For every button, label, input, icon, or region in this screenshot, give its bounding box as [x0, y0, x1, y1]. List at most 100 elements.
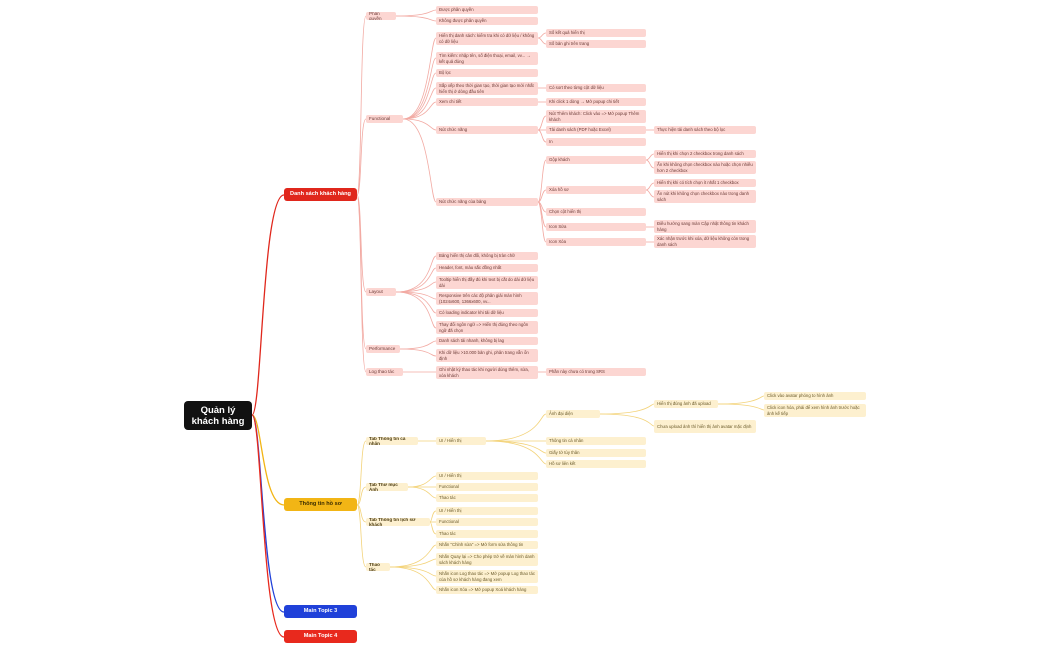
node-bo-loc[interactable]: Bộ lọc — [436, 69, 538, 77]
node-label: Khi dữ liệu >10.000 bản ghi, phân trang … — [439, 350, 529, 361]
node-icon-xoa[interactable]: Icon Xóa — [546, 238, 646, 246]
node-lich-su-functional[interactable]: Functional — [436, 518, 538, 526]
node-ui-hien-thi[interactable]: UI / Hiển thị — [436, 437, 486, 445]
node-thuc-hien-tai[interactable]: Thực hiện tải danh sách theo bộ lọc — [654, 126, 756, 134]
node-label: Header, font, màu sắc đồng nhất — [439, 265, 502, 271]
node-chon-cot[interactable]: Chọn cột hiển thị — [546, 208, 646, 216]
subtopic-layout[interactable]: Layout — [366, 288, 396, 296]
node-khong-duoc-phan-quyen[interactable]: Không được phân quyền — [436, 17, 538, 25]
node-hien-thi-anh[interactable]: Hiển thị đúng ảnh đã upload — [654, 400, 718, 408]
node-label: Thực hiện tải danh sách theo bộ lọc — [657, 127, 726, 133]
node-label: Chọn cột hiển thị — [549, 209, 582, 215]
node-gop-an[interactable]: Ẩn khi không chọn checkbox nào hoặc chọn… — [654, 161, 756, 174]
node-label: Nút Thêm khách: Click vào => Mở popup Th… — [549, 111, 640, 122]
node-xoa-ho-so[interactable]: Xóa hồ sơ — [546, 186, 646, 194]
node-tai-danh-sach[interactable]: Tải danh sách (PDF hoặc Excel) — [546, 126, 646, 134]
node-xoa-hien-thi[interactable]: Hiển thị khi có tích chọn ít nhất 1 chec… — [654, 179, 756, 187]
node-icon-sua[interactable]: Icon Sửa — [546, 223, 646, 231]
node-click-dong[interactable]: Khi click 1 dòng → Mở popup chi tiết — [546, 98, 646, 106]
node-label: Số bản ghi trên trang — [549, 41, 590, 47]
main-topic-danh-sach[interactable]: Danh sách khách hàng — [284, 188, 357, 201]
node-click-avatar[interactable]: Click vào avatar phóng to hình ảnh — [764, 392, 866, 400]
node-dieu-huong[interactable]: Điều hướng sang màn Cập nhật thông tin k… — [654, 220, 756, 233]
node-label: Nhấn icon Xóa => Mở popup Xoá khách hàng — [439, 587, 527, 593]
node-label: Hồ sơ liên kết — [549, 461, 576, 467]
node-chua-upload[interactable]: Chưa upload ảnh thì hiển thị ảnh avatar … — [654, 420, 756, 433]
node-label: Bảng hiển thị cân đối, không bị tràn chữ — [439, 253, 515, 259]
node-layout-5[interactable]: Có loading indicator khi tải dữ liệu — [436, 309, 538, 317]
node-label: Tooltip hiển thị đầy đủ khi text bị cắt … — [439, 277, 535, 288]
node-xoa-khach[interactable]: Nhấn icon Xóa => Mở popup Xoá khách hàng — [436, 586, 538, 594]
node-xac-nhan[interactable]: Xác nhận trước khi xóa, dữ liệu không cò… — [654, 235, 756, 248]
node-label: Điều hướng sang màn Cập nhật thông tin k… — [657, 221, 749, 232]
node-label: Xác nhận trước khi xóa, dữ liệu không cò… — [657, 236, 750, 247]
main-topic-3[interactable]: Main Topic 3 — [284, 605, 357, 618]
node-ghi-nhat-ky[interactable]: Ghi nhật ký thao tác khi người dùng thêm… — [436, 366, 538, 379]
node-nut-chuc-nang[interactable]: Nút chức năng — [436, 126, 538, 134]
node-thu-muc-ui[interactable]: UI / Hiển thị — [436, 472, 538, 480]
node-lich-su-ui[interactable]: UI / Hiển thị — [436, 507, 538, 515]
node-label: Có sort theo từng cột dữ liệu — [549, 85, 604, 91]
node-label: Nhấn Quay lại => Cho phép trở về màn hìn… — [439, 554, 535, 565]
node-label: In — [549, 139, 553, 145]
subtopic-tab-thu-muc[interactable]: Tab Thư mục Ảnh — [366, 483, 408, 491]
node-layout-2[interactable]: Header, font, màu sắc đồng nhất — [436, 264, 538, 272]
node-xem-chi-tiet[interactable]: Xem chi tiết — [436, 98, 538, 106]
subtopic-performance[interactable]: Performance — [366, 345, 400, 353]
node-xoa-an[interactable]: Ẩn nút khi không chọn checkbox nào trong… — [654, 190, 756, 203]
node-thu-muc-thao-tac[interactable]: Thao tác — [436, 494, 538, 502]
node-label: UI / Hiển thị — [439, 508, 462, 514]
node-label: Responsive trên các độ phân giải màn hìn… — [439, 293, 522, 304]
main-topic-label: Thông tin hồ sơ — [299, 500, 342, 507]
node-hien-thi-danh-sach[interactable]: Hiển thị danh sách: kiểm tra khi có dữ l… — [436, 32, 538, 45]
node-label: Ẩn khi không chọn checkbox nào hoặc chọn… — [657, 162, 753, 173]
subtopic-tab-ca-nhan[interactable]: Tab Thông tin cá nhân — [366, 437, 418, 445]
node-label: Gộp khách — [549, 157, 570, 163]
node-lich-su-thao-tac[interactable]: Thao tác — [436, 530, 538, 538]
node-label: Click vào avatar phóng to hình ảnh — [767, 393, 834, 399]
node-label: Phần này chưa có trong SRS — [549, 369, 605, 375]
node-thong-tin-ca-nhan[interactable]: Thông tin cá nhân — [546, 437, 646, 445]
subtopic-phan-quyen[interactable]: Phân quyền — [366, 12, 396, 20]
node-nut-them-khach[interactable]: Nút Thêm khách: Click vào => Mở popup Th… — [546, 110, 646, 123]
node-so-ban-ghi[interactable]: Số bản ghi trên trang — [546, 40, 646, 48]
subtopic-label: Tab Thông tin cá nhân — [369, 437, 406, 445]
node-chua-co-srs[interactable]: Phần này chưa có trong SRS — [546, 368, 646, 376]
node-chinh-sua[interactable]: Nhấn "Chỉnh sửa" => Mở form sửa thông ti… — [436, 541, 538, 549]
node-tim-kiem[interactable]: Tìm kiếm: nhập tên, số điện thoại, email… — [436, 52, 538, 65]
main-topic-thong-tin[interactable]: Thông tin hồ sơ — [284, 498, 357, 511]
node-label: Hiển thị khi có tích chọn ít nhất 1 chec… — [657, 180, 739, 186]
node-label: Ẩn nút khi không chọn checkbox nào trong… — [657, 191, 749, 202]
node-gop-hien-thi[interactable]: Hiển thị khi chọn 2 checkbox trong danh … — [654, 150, 756, 158]
node-layout-3[interactable]: Tooltip hiển thị đầy đủ khi text bị cắt … — [436, 276, 538, 289]
node-perf-1[interactable]: Danh sách tải nhanh, không bị lag — [436, 337, 538, 345]
node-label: UI / Hiển thị — [439, 438, 462, 444]
node-sap-xep[interactable]: Sắp xếp theo thời gian tạo, thời gian tạ… — [436, 82, 538, 95]
node-label: Nút chức năng — [439, 127, 468, 133]
subtopic-thao-tac[interactable]: Thao tác — [366, 563, 390, 571]
root-topic[interactable]: Quản lý khách hàng — [184, 401, 252, 430]
node-ho-so-lien-ket[interactable]: Hồ sơ liên kết — [546, 460, 646, 468]
node-duoc-phan-quyen[interactable]: Được phân quyền — [436, 6, 538, 14]
node-label: Tải danh sách (PDF hoặc Excel) — [549, 127, 611, 133]
node-anh-dai-dien[interactable]: Ảnh đại diện — [546, 410, 600, 418]
node-click-icon[interactable]: Click icon hóa, phải để xem hình ảnh trư… — [764, 404, 866, 417]
node-layout-4[interactable]: Responsive trên các độ phân giải màn hìn… — [436, 292, 538, 305]
node-in[interactable]: In — [546, 138, 646, 146]
node-so-ket-qua[interactable]: Số kết quả hiển thị — [546, 29, 646, 37]
node-nut-chuc-nang-bang[interactable]: Nút chức năng của bảng — [436, 198, 538, 206]
node-quay-lai[interactable]: Nhấn Quay lại => Cho phép trở về màn hìn… — [436, 553, 538, 566]
root-topic-label: Quản lý khách hàng — [191, 404, 245, 427]
main-topic-4[interactable]: Main Topic 4 — [284, 630, 357, 643]
node-perf-2[interactable]: Khi dữ liệu >10.000 bản ghi, phân trang … — [436, 349, 538, 362]
subtopic-tab-lich-su[interactable]: Tab Thông tin lịch sử khách — [366, 518, 430, 526]
node-layout-1[interactable]: Bảng hiển thị cân đối, không bị tràn chữ — [436, 252, 538, 260]
node-log-thao-tac[interactable]: Nhấn icon Log thao tác => Mở popup Log t… — [436, 570, 538, 583]
node-gop-khach[interactable]: Gộp khách — [546, 156, 646, 164]
node-thu-muc-functional[interactable]: Functional — [436, 483, 538, 491]
node-giay-to[interactable]: Giấy tờ tùy thân — [546, 449, 646, 457]
node-layout-6[interactable]: Thay đổi ngôn ngữ => Hiển thị đúng theo … — [436, 321, 538, 334]
node-co-sort[interactable]: Có sort theo từng cột dữ liệu — [546, 84, 646, 92]
subtopic-log[interactable]: Log thao tác — [366, 368, 403, 376]
subtopic-functional[interactable]: Functional — [366, 115, 403, 123]
